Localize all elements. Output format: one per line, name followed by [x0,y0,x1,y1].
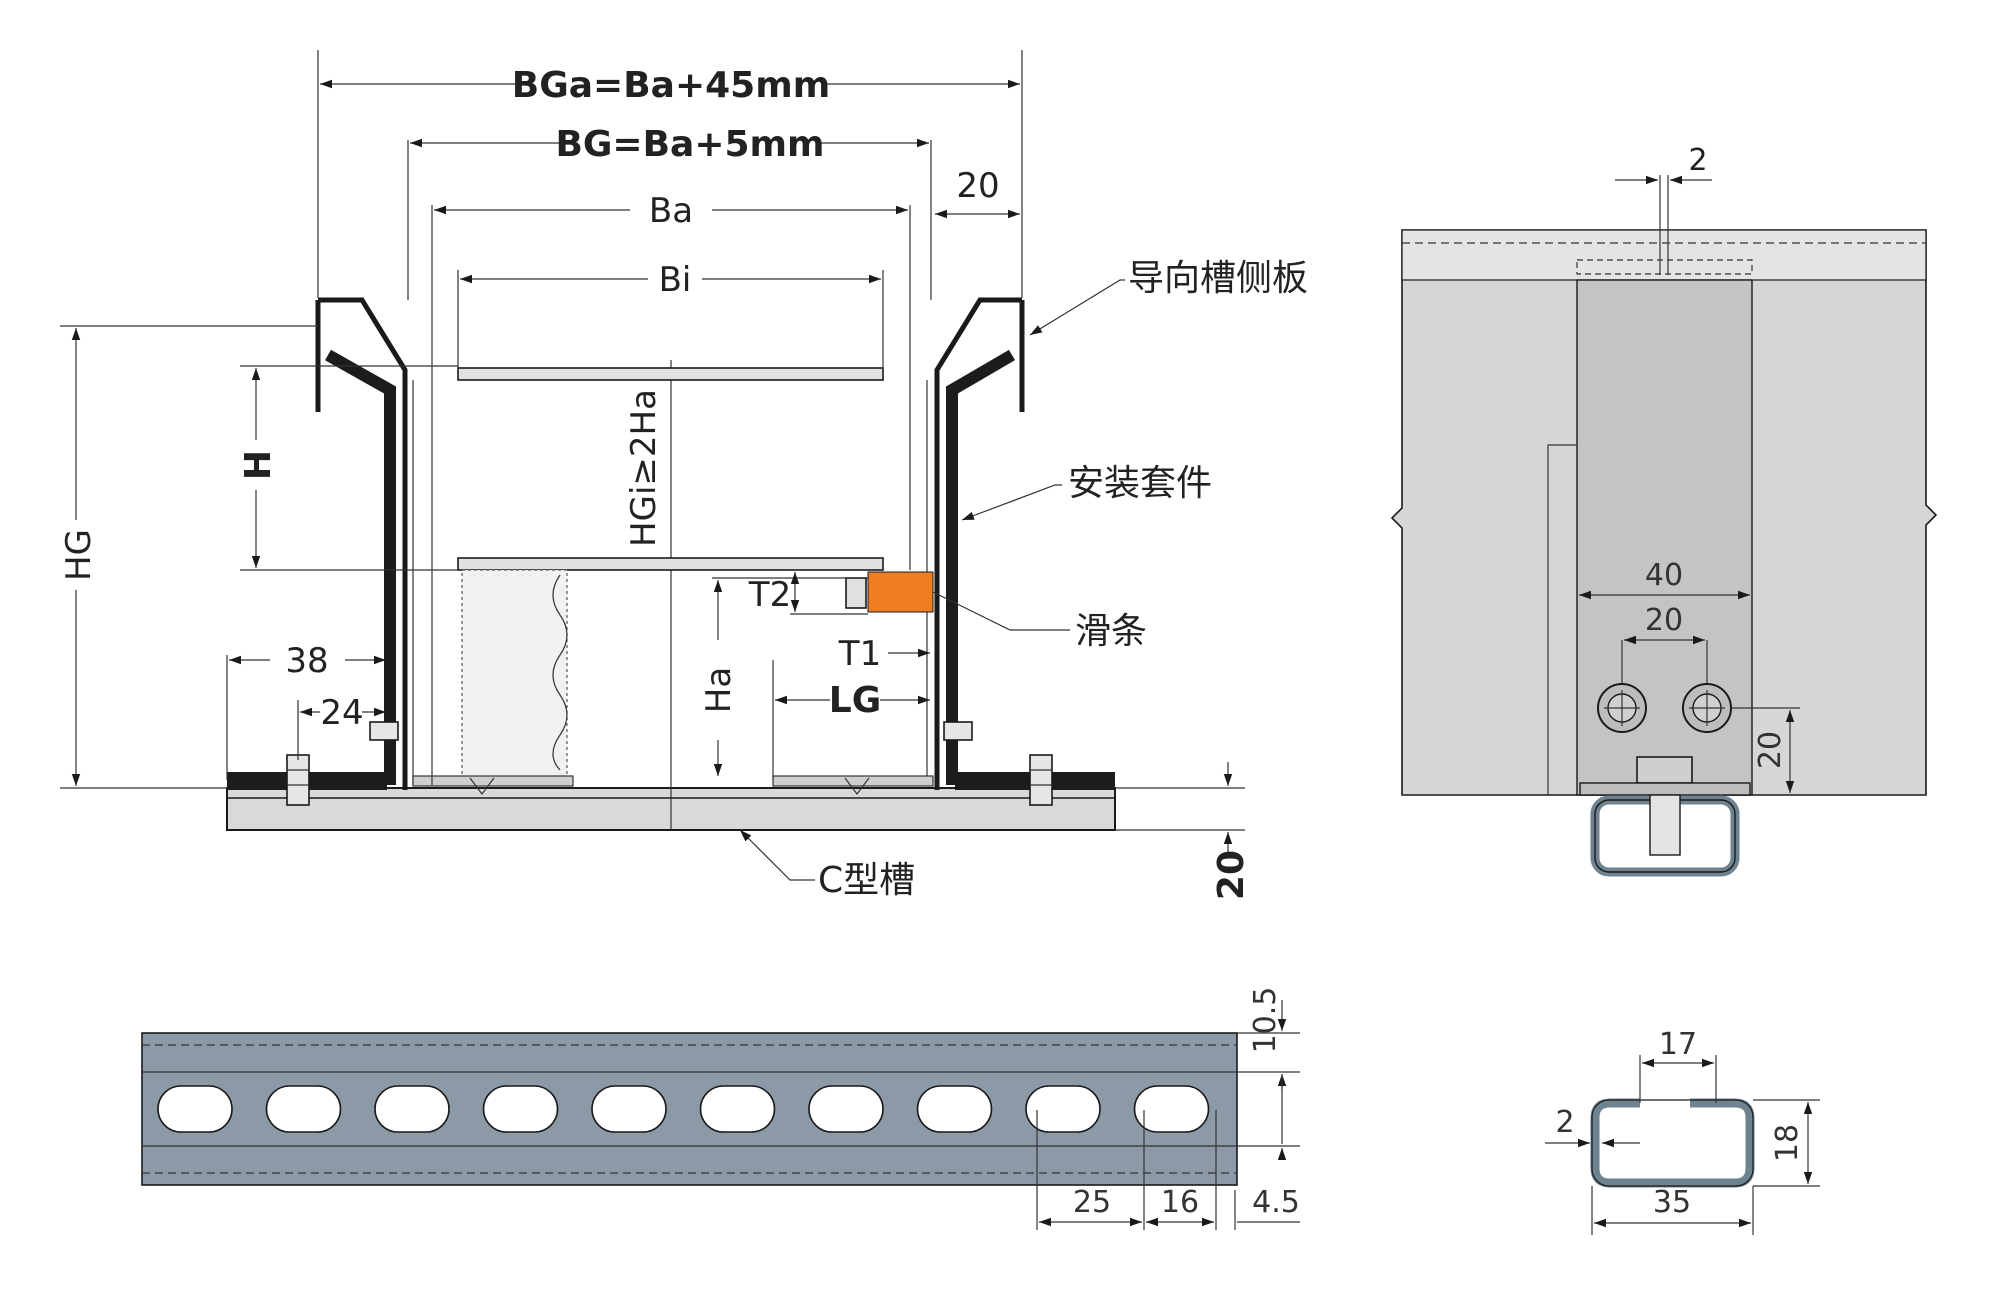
dim-bi: Bi [659,260,692,300]
rail-slot [374,1085,450,1133]
mounting-hole-left [1597,683,1647,733]
dim-38: 38 [285,641,328,681]
bellows-wave [552,574,568,771]
middle-crossbar [457,557,884,571]
dim-hg: HG [59,529,99,581]
dim-bg: BG=Ba+5mm [555,124,824,165]
callout-side-plate: 导向槽侧板 [1128,258,1308,299]
dim-h: H [238,450,279,480]
rail-slot-group [157,1085,1210,1133]
callout-c-channel: C型槽 [818,860,915,901]
side-bolt-left [369,721,399,741]
dim-wall-2: 2 [1555,1105,1574,1140]
rail-slot [1133,1085,1210,1133]
rail-view: 10.5 25 16 4.5 [141,987,1300,1230]
rail-slot [591,1085,667,1133]
dim-24: 24 [320,693,363,733]
side-view: 2 40 20 20 [1390,143,1938,877]
base-bolt-left [286,754,310,806]
dim-20-top: 20 [956,166,999,206]
dim-hgi: HGi≥2Ha [624,389,664,547]
dim-t1: T1 [838,634,881,674]
top-crossbar [457,367,884,381]
dim-width-35: 35 [1653,1185,1691,1220]
dim-end-4-5: 4.5 [1252,1185,1300,1220]
hex-nut [1636,756,1693,784]
dim-ba: Ba [649,191,693,231]
dim-ha: Ha [699,667,739,713]
mounting-hole-right [1682,683,1732,733]
rail-slot [482,1085,559,1133]
mounting-kit-right [946,349,1016,785]
dim-pitch-25: 25 [1073,1185,1111,1220]
dim-lg: LG [829,680,882,721]
rail-slot [157,1085,233,1133]
dim-t2: T2 [748,575,791,615]
bolt-shank [1649,794,1681,856]
section-view: 17 2 18 35 [1545,1027,1820,1235]
dim-slot-16: 16 [1161,1185,1199,1220]
dim-height-18: 18 [1770,1124,1805,1162]
dim-slot-gap: 2 [1688,143,1707,178]
front-view: BGa=Ba+45mm BG=Ba+5mm Ba Bi 20 HG H HGi≥… [59,50,1308,901]
dim-width-40: 40 [1645,558,1683,593]
dim-20-base: 20 [1211,850,1252,900]
dim-hole-height: 20 [1753,731,1788,769]
side-plate-left [318,297,408,790]
dim-hole-pitch: 20 [1645,603,1683,638]
dim-edge-10-5: 10.5 [1248,987,1283,1054]
callout-slider: 滑条 [1075,611,1147,652]
callout-mounting-kit: 安装套件 [1068,463,1212,504]
rail-slot [699,1085,776,1133]
side-plate-right [934,297,1022,790]
rail-slot [265,1085,342,1133]
side-bolt-right [943,721,973,741]
base-bolt-right [1029,754,1053,806]
rail-slot [1025,1085,1101,1133]
c-profile-section [1590,1098,1755,1188]
rail-slot [808,1085,884,1133]
dim-opening-17: 17 [1659,1027,1697,1062]
slider-block [867,571,934,613]
mounting-kit-left [325,349,396,785]
dim-bga: BGa=Ba+45mm [512,65,830,106]
bellows-cover [461,569,568,781]
rail-slot [916,1085,993,1133]
